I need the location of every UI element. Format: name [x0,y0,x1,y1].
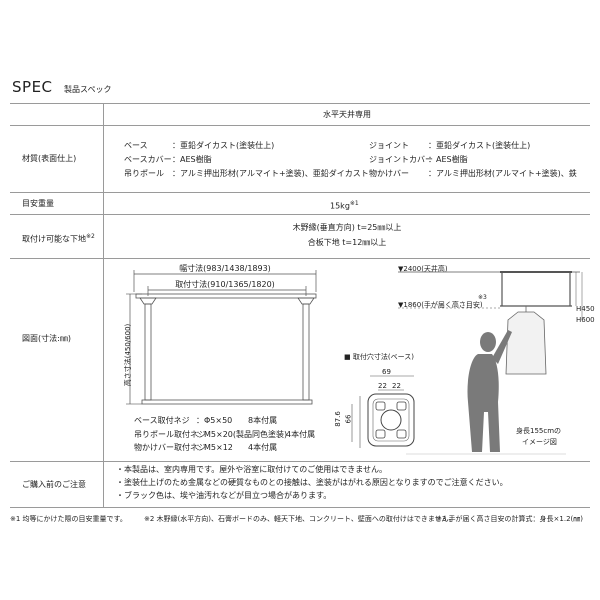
hole-dim-87: 87.6 [333,411,342,427]
divider-drawing [10,461,590,462]
front-elevation-drawing [126,270,317,405]
ceiling-height-label: ▼2400(天井高) [398,265,448,273]
hole-dim-69: 69 [382,368,391,376]
person-caption-2: イメージ図 [522,438,557,446]
row-label-material: 材質(表面仕上) [22,154,77,163]
material-right-key-1: ジョイントカバー [369,155,433,164]
page-title: SPEC [12,78,53,96]
note-line-1: ・塗装仕上げのため金属などの硬質なものとの接触は、塗装がはがれる原因となりますの… [116,478,508,487]
h600-label: H600 [576,316,595,324]
mount-note: ※2 [86,233,95,240]
weight-value-text: 15kg [330,201,350,211]
material-right-key-0: ジョイント [369,141,409,150]
material-right-val-0: ：亜鉛ダイカスト(塗装仕上) [428,141,531,150]
row-label-notes: ご購入前のご注意 [22,480,86,489]
hole-dim-66: 66 [344,414,353,424]
column-divider [103,103,104,507]
table-border-top [10,103,590,104]
person-silhouette [467,330,512,452]
width-dimension-label: 幅寸法(983/1438/1893) [179,264,271,273]
material-left-key-1: ベースカバー [124,155,172,164]
base-hole-drawing [351,375,415,448]
mount-dimension-label: 取付寸法(910/1365/1820) [175,280,275,289]
footnote-1: ※1 均等にかけた際の目安重量です。 [10,515,127,523]
reach-height-label: ▼1860(手が届く高さ目安) [398,300,483,310]
table-border-bottom [10,507,590,508]
divider-material [10,192,590,193]
screw-spec-0: ：Φ5×50 [196,416,233,425]
screw-name-2: 物かけバー取付ネジ [134,443,206,452]
material-left-key-0: ベース [124,141,148,150]
row-label-drawing: 図面(寸法:㎜) [22,334,71,343]
screw-qty-0: 8本付属 [248,416,278,425]
footnote-3: ※3 手が届く高さ目安の計算式：身長×1.2(㎜) [436,515,584,523]
screw-spec-1: ：M5×20(製品同色塗装) [196,430,288,439]
height-dimension-label: 高さ寸法(450/600) [124,323,132,387]
side-view-drawing [398,271,583,455]
column-header: 水平天井専用 [323,110,371,119]
hole-dim-22b: 22 [392,382,401,390]
screw-name-1: 吊りポール取付ネジ [134,430,206,439]
screw-name-0: ベース取付ネジ [134,416,190,425]
divider-weight [10,214,590,215]
divider-header [10,125,590,126]
weight-note: ※1 [349,200,359,207]
h450-label: H450 [576,305,595,313]
screw-qty-1: 4本付属 [286,430,316,439]
person-caption-1: 身長155cmの [516,427,562,435]
material-left-val-2: ：アルミ押出形材(アルマイト+塗装)、亜鉛ダイカスト [172,169,369,178]
hole-title: ■ 取付穴寸法(ベース) [344,353,414,361]
material-right-val-1: ：AES樹脂 [428,155,468,164]
footnote-2: ※2 木野縁(水平方向)、石膏ボードのみ、軽天下地、コンクリート、壁面への取付け… [144,515,456,523]
reach-note: ※3 [478,294,487,301]
mount-line-1: 木野縁(垂直方向) t=25㎜以上 [292,223,402,232]
material-left-val-0: ：亜鉛ダイカスト(塗装仕上) [172,141,275,150]
reach-label-text: ▼1860(手が届く高さ目安) [398,301,483,309]
row-label-mount: 取付け可能な下地※2 [22,232,95,245]
page-subtitle: 製品スペック [64,85,112,94]
mount-label-text: 取付け可能な下地 [22,234,86,244]
material-right-key-2: 物かけバー [369,169,409,178]
mount-line-2: 合板下地 t=12㎜以上 [307,238,387,247]
note-line-0: ・本製品は、室内専用です。屋外や浴室に取付けてのご使用はできません。 [116,465,387,474]
material-left-val-1: ：AES樹脂 [172,155,212,164]
hole-dim-22a: 22 [378,382,387,390]
divider-mount [10,258,590,259]
screw-spec-2: ：M5×12 [196,443,233,452]
note-line-2: ・ブラック色は、埃や油汚れなどが目立つ場合があります。 [116,491,332,500]
row-label-weight: 目安重量 [22,199,54,208]
material-left-key-2: 吊りポール [124,169,164,178]
weight-value: 15kg※1 [330,199,359,212]
screw-qty-2: 4本付属 [248,443,278,452]
material-right-val-2: ：アルミ押出形材(アルマイト+塗装)、鉄 [428,169,577,178]
